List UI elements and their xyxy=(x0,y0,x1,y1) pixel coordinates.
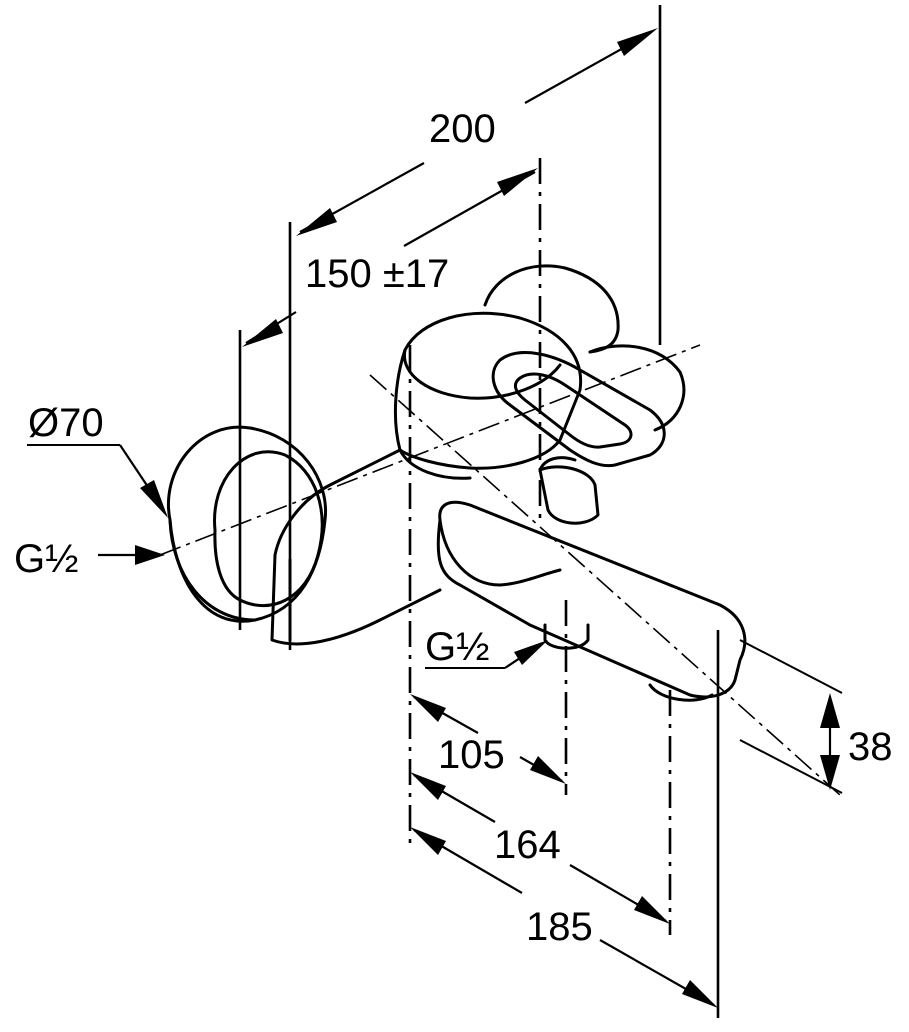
dimension-outlet-thread: G½ xyxy=(425,625,548,669)
ext-line-height-top xyxy=(739,639,843,694)
label-200: 200 xyxy=(429,107,496,151)
ext-line-height-bottom xyxy=(739,739,843,794)
label-inlet-thread: G½ xyxy=(14,537,78,581)
dimension-105: 105 xyxy=(410,694,566,784)
arrow-185-right xyxy=(682,980,718,1008)
rosette-inner-ring xyxy=(213,450,324,608)
wall-rosette xyxy=(167,425,328,623)
arrow-38-top xyxy=(820,693,840,728)
label-105: 105 xyxy=(438,733,505,777)
arrow-200-right xyxy=(617,28,658,56)
diverter-stem xyxy=(538,456,577,472)
rosette-edge xyxy=(168,518,257,622)
dimension-185: 185 xyxy=(410,827,718,1008)
arrow-outlet xyxy=(514,640,548,665)
arrow-164-left xyxy=(410,772,446,800)
extension-lines xyxy=(238,5,843,1018)
back-cap xyxy=(483,264,620,354)
spout-aerator xyxy=(648,683,714,702)
arrow-164-right xyxy=(634,896,670,924)
dimension-200: 200 xyxy=(296,28,658,236)
arrow-105-left xyxy=(410,694,446,722)
spout-axis xyxy=(369,374,841,796)
label-38: 38 xyxy=(848,725,893,769)
label-164: 164 xyxy=(494,823,561,867)
label-outlet-thread: G½ xyxy=(425,625,489,669)
dimension-diameter: Ø70 xyxy=(27,401,168,518)
dimension-38: 38 xyxy=(820,693,893,790)
arrow-150-left xyxy=(242,319,283,347)
arrow-diameter xyxy=(140,480,168,518)
lever-slot xyxy=(513,372,633,449)
spout xyxy=(436,500,747,699)
lever-base xyxy=(588,344,686,432)
main-axis xyxy=(159,344,701,556)
label-185: 185 xyxy=(526,905,593,949)
dimension-164: 164 xyxy=(410,772,670,924)
label-diameter: Ø70 xyxy=(28,401,104,445)
arrow-inlet xyxy=(135,545,165,565)
dimension-inlet-thread: G½ xyxy=(14,537,165,581)
spout-lower-edge xyxy=(438,518,562,587)
arrow-200-left xyxy=(296,208,337,236)
cartridge-housing xyxy=(393,311,583,470)
dimension-150: 150 ±17 xyxy=(242,168,538,347)
lever-handle xyxy=(491,351,666,468)
axis-lines xyxy=(159,344,841,796)
mixer-barrel xyxy=(270,448,472,646)
arrow-150-right xyxy=(497,168,538,196)
arrow-105-right xyxy=(530,756,566,784)
arrow-185-left xyxy=(410,827,446,855)
diverter-knob xyxy=(538,465,600,525)
arrow-38-bottom xyxy=(820,755,840,790)
label-150: 150 ±17 xyxy=(305,252,449,296)
